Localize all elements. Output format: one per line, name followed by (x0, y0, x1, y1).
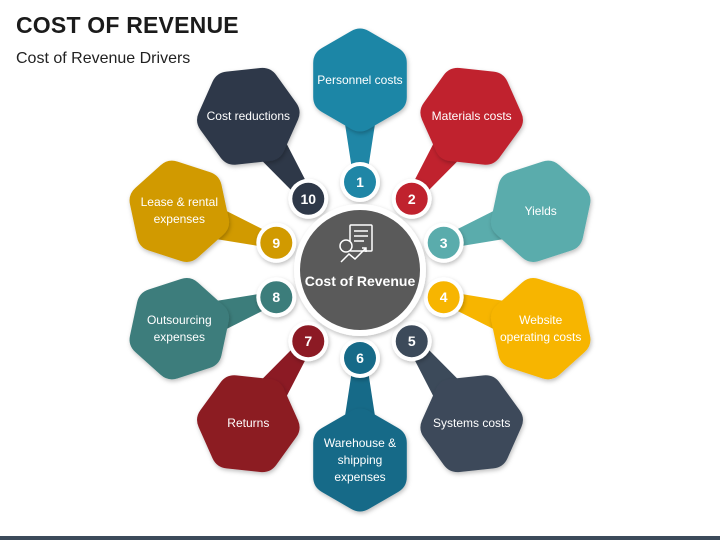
badge-number-3: 3 (439, 234, 448, 251)
badge-9 (260, 226, 293, 259)
hexagon-8 (129, 278, 230, 380)
page-title: COST OF REVENUE (16, 12, 239, 38)
number-badges (256, 162, 464, 378)
driver-label-7: Returns (227, 416, 270, 431)
cost-chart-icon (339, 224, 373, 263)
badge-number-4: 4 (439, 289, 448, 306)
center-hub (294, 204, 426, 336)
hexagon-3 (490, 160, 591, 262)
driver-label-8: Outsourcing expenses (146, 312, 212, 344)
center-circle (300, 210, 420, 330)
bottom-accent-bar (0, 536, 720, 540)
badge-2 (395, 182, 428, 215)
badge-1 (344, 166, 376, 198)
driver-label-5: Systems costs (432, 416, 511, 431)
hexagon-4 (490, 278, 591, 380)
page-subtitle: Cost of Revenue Drivers (16, 50, 191, 67)
badge-6 (344, 342, 376, 374)
hexagon-1 (313, 28, 407, 132)
badge-7 (292, 325, 325, 358)
driver-label-6: Warehouse & shipping expenses (323, 435, 397, 484)
hexagon-2 (420, 67, 523, 165)
badge-number-8: 8 (272, 289, 281, 306)
driver-hexagons (129, 28, 591, 512)
driver-label-3: Yields (524, 203, 557, 218)
badge-number-1: 1 (356, 174, 364, 190)
driver-label-10: Cost reductions (206, 108, 290, 123)
center-label: Cost of Revenue (304, 273, 416, 289)
badge-number-6: 6 (356, 350, 364, 366)
badge-number-5: 5 (407, 333, 416, 350)
hexagon-9 (129, 160, 230, 262)
badge-8 (260, 281, 293, 314)
hexagon-7 (197, 375, 300, 473)
badge-3 (427, 226, 460, 259)
driver-label-4: Website operating costs (499, 312, 582, 344)
badge-5 (395, 325, 428, 358)
driver-label-2: Materials costs (431, 108, 512, 123)
badge-number-10: 10 (300, 190, 317, 207)
stem-1 (345, 124, 375, 176)
badge-number-9: 9 (272, 234, 281, 251)
driver-label-9: Lease & rental expenses (140, 195, 218, 227)
hexagon-10 (197, 67, 300, 165)
driver-label-1: Personnel costs (317, 72, 403, 87)
badge-4 (427, 281, 460, 314)
badge-number-2: 2 (407, 190, 416, 207)
hexagon-5 (420, 375, 523, 473)
badge-number-7: 7 (304, 333, 313, 350)
stem-6 (345, 364, 375, 416)
hexagon-6 (313, 408, 407, 512)
badge-10 (292, 182, 325, 215)
